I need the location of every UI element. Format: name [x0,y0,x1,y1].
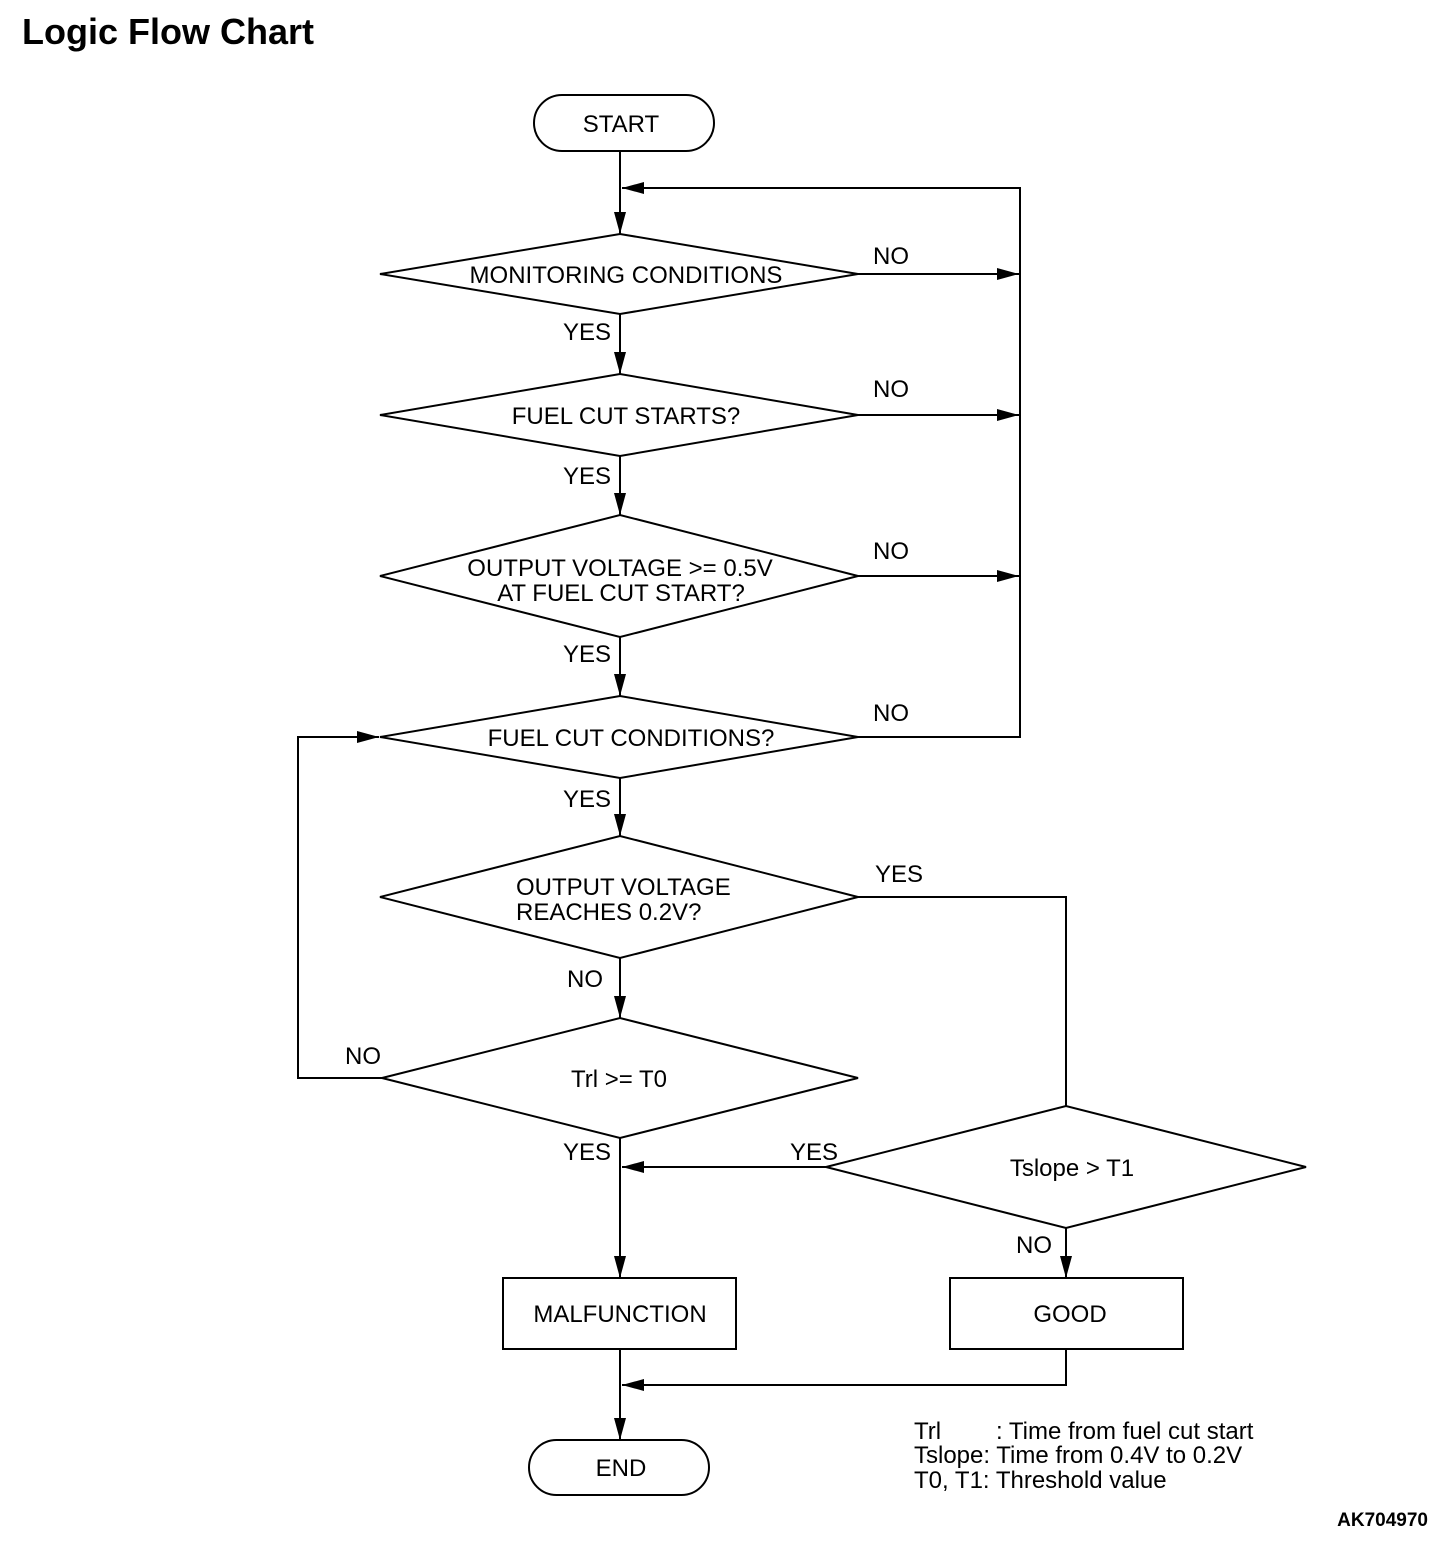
branch-label-yes: YES [563,786,611,813]
legend-term: Tslope [914,1442,983,1469]
branch-label-yes: YES [563,319,611,346]
figure-code: AK704970 [1337,1510,1428,1531]
decision-diamond [381,1016,859,1140]
decision-diamond [379,232,859,316]
legend-term: T0, T1 [914,1467,983,1494]
decision-label-line-1: OUTPUT VOLTAGE [516,874,731,901]
branch-label-yes: YES [563,463,611,490]
decision-label: FUEL CUT CONDITIONS? [488,725,775,752]
decision-output-voltage-reaches: OUTPUT VOLTAGE REACHES 0.2V? YES NO [379,834,923,993]
decision-label-line-1: OUTPUT VOLTAGE >= 0.5V [467,555,772,582]
decision-label: FUEL CUT STARTS? [512,403,741,430]
decision-diamond [379,694,859,780]
decision-tslope-check: Tslope > T1 YES NO [790,1104,1307,1259]
decision-diamond [379,834,859,960]
malfunction-label: MALFUNCTION [533,1301,706,1328]
legend-definition: : Time from fuel cut start [996,1418,1254,1445]
legend-term: Trl [914,1418,941,1445]
branch-label-no: NO [873,243,909,270]
branch-label-yes: YES [790,1139,838,1166]
end-terminal-shape [528,1439,710,1496]
decision-diamond [825,1104,1307,1230]
branch-label-yes: YES [875,861,923,888]
connector-retry-loop [622,182,1021,738]
good-box [949,1277,1184,1350]
branch-label-yes: YES [563,1139,611,1166]
legend-definition: : Threshold value [983,1467,1167,1494]
branch-label-no: NO [345,1043,381,1070]
malfunction-box [502,1277,737,1350]
decision-diamond [379,372,859,458]
branch-label-no: NO [873,376,909,403]
end-label: END [596,1455,647,1482]
connector-output-voltage-reaches-yes [858,896,1067,1106]
decision-fuel-cut-conditions: FUEL CUT CONDITIONS? NO YES [379,694,909,813]
decision-monitoring-conditions: MONITORING CONDITIONS NO YES [379,232,909,346]
decision-label-line-2: AT FUEL CUT START? [497,580,745,607]
legend-definition: : Time from 0.4V to 0.2V [983,1442,1242,1469]
connector-good-to-end [622,1349,1067,1391]
node-malfunction: MALFUNCTION [502,1277,737,1350]
branch-label-no: NO [873,538,909,565]
branch-label-no: NO [873,700,909,727]
legend-entry: T0, T1: Threshold value [914,1467,1167,1494]
decision-label-line-2: REACHES 0.2V? [516,899,701,926]
branch-label-no: NO [1016,1232,1052,1259]
decision-fuel-cut-starts: FUEL CUT STARTS? NO YES [379,372,909,490]
legend-entry: Tslope: Time from 0.4V to 0.2V [914,1442,1242,1469]
node-start: START [533,94,715,152]
branch-label-yes: YES [563,641,611,668]
good-label: GOOD [1033,1301,1106,1328]
node-good: GOOD [949,1277,1184,1350]
start-terminal-shape [533,94,715,152]
decision-diamond [379,513,859,639]
legend: Trl : Time from fuel cut start Tslope: T… [914,1418,1254,1494]
decision-label: Tslope > T1 [1010,1155,1134,1182]
decision-trl-check: Trl >= T0 NO YES [345,1016,859,1166]
legend-entry: Trl : Time from fuel cut start [914,1418,1254,1445]
decision-output-voltage-at-start: OUTPUT VOLTAGE >= 0.5V AT FUEL CUT START… [379,513,909,668]
connector-trl-no-loop [297,731,382,1079]
branch-label-no: NO [567,966,603,993]
start-label: START [583,111,660,138]
decision-label: Trl >= T0 [571,1066,667,1093]
decision-label: MONITORING CONDITIONS [470,262,783,289]
node-end: END [528,1439,710,1496]
page-title: Logic Flow Chart [22,11,314,52]
